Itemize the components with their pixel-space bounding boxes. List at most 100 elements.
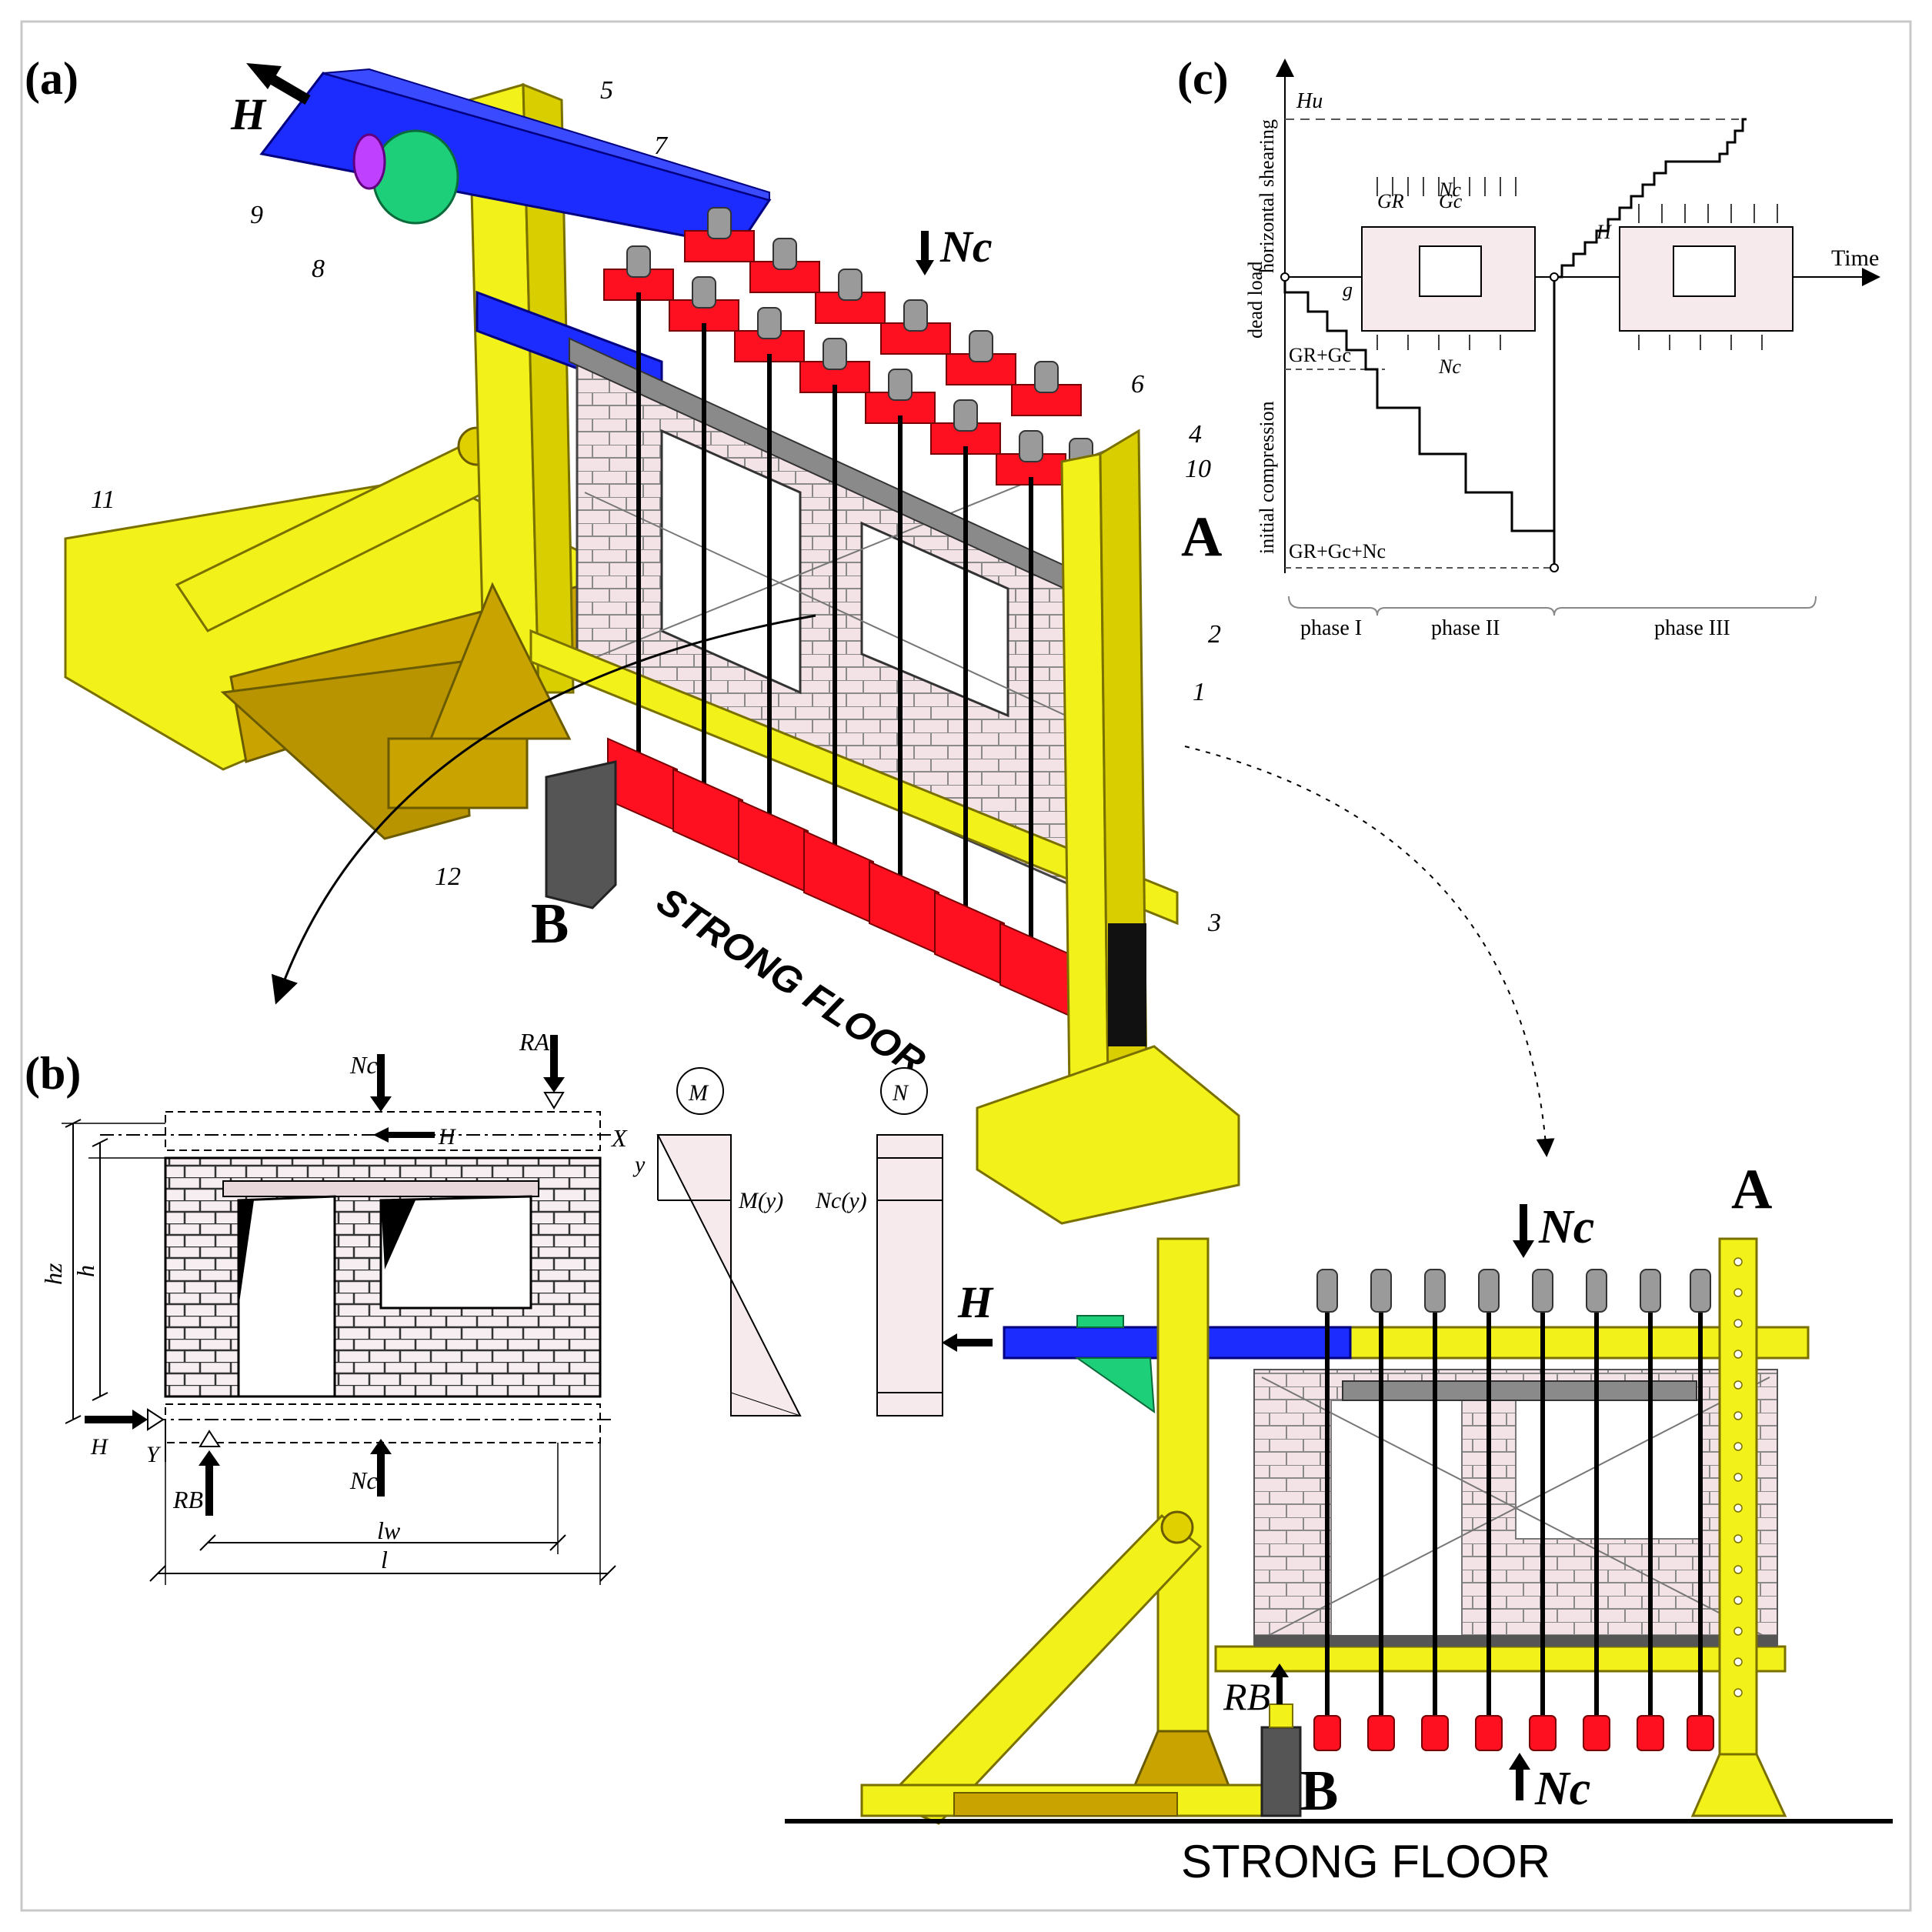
b-m-label: M(y): [738, 1188, 783, 1213]
callout-4: 4: [1189, 420, 1202, 449]
callout-11: 11: [91, 486, 115, 514]
c-gr: GR: [1377, 190, 1404, 212]
top-springs: [626, 207, 1093, 470]
support-b-label: B: [531, 893, 569, 956]
b-m-circle-label: M: [688, 1080, 709, 1106]
c-label-compression: initial compression: [1256, 401, 1278, 554]
b-y-axis: Y: [146, 1442, 162, 1467]
c-grgcnc: GR+Gc+Nc: [1289, 540, 1386, 562]
front-bottom-steel-beam: [1254, 1635, 1777, 1647]
b-ra: RA: [519, 1028, 550, 1056]
c-g: g: [1343, 279, 1353, 301]
callout-6: 6: [1131, 370, 1144, 399]
front-actuator-brace: [1074, 1357, 1156, 1414]
b-lw: lw: [377, 1517, 401, 1544]
c-label-deadload: dead load: [1244, 262, 1266, 339]
front-column-holes: [1733, 1257, 1743, 1697]
b-n-circle: [880, 1067, 928, 1115]
b-x-axis: X: [610, 1124, 628, 1152]
c-grgc: GR+Gc: [1289, 344, 1351, 366]
b-rb: RB: [172, 1486, 203, 1513]
b-rb-support: [199, 1430, 221, 1447]
b-window-crack: [381, 1200, 415, 1270]
support-a-base: [976, 1045, 1240, 1225]
c-phase-2: phase II: [1431, 616, 1500, 640]
reaction-column-side: [522, 82, 575, 694]
c-phase-1: phase I: [1300, 616, 1362, 640]
b-m-circle: [676, 1067, 724, 1115]
panel-b: (b) Nc RA H X y hz h: [25, 1028, 943, 1585]
front-support-b-label: B: [1300, 1760, 1338, 1823]
b-normal-diagram: [876, 1134, 943, 1416]
actuator-cap: [352, 133, 386, 190]
arrow-to-panel-b: [271, 614, 816, 1005]
panel-b-label: (b): [25, 1048, 81, 1099]
actuator-frame-top: [322, 68, 770, 202]
front-rb: RB: [1223, 1675, 1270, 1718]
c-nc-top: Nc: [1438, 179, 1461, 201]
force-h-label: H: [230, 89, 267, 139]
c-loading-curve: [1283, 118, 1747, 568]
nc-arrow-head: [916, 260, 934, 275]
callout-12: 12: [435, 863, 461, 891]
bottom-yellow-beam: [529, 629, 1179, 926]
h-arrow-head: [246, 63, 282, 89]
c-nc-bottom: Nc: [1438, 355, 1461, 378]
front-actuator-mount: [1076, 1315, 1124, 1328]
c-phase-3: phase III: [1654, 616, 1730, 640]
c-gc: Gc: [1439, 190, 1463, 212]
callout-numbers: 1 2 3 4 5 6 7 8 9 10 11 12: [91, 76, 1221, 937]
callout-8: 8: [312, 255, 325, 283]
c-h: H: [1596, 221, 1612, 243]
panel-c-label: (c): [1177, 53, 1229, 104]
c-time-label: Time: [1831, 245, 1879, 271]
callout-10: 10: [1185, 455, 1211, 483]
b-hz: hz: [39, 1263, 67, 1285]
force-nc-label: Nc: [939, 222, 993, 272]
b-ra-support: [543, 1092, 565, 1109]
front-floor-label: STRONG FLOOR: [1181, 1836, 1550, 1887]
b-moment-diagram: [656, 1134, 802, 1416]
front-nc-top: Nc: [1538, 1201, 1594, 1253]
callout-1: 1: [1193, 678, 1206, 706]
c-hu: Hu: [1296, 89, 1323, 113]
b-window-opening: [379, 1195, 532, 1310]
support-a-label: A: [1181, 506, 1222, 569]
panel-front-view: A Nc H RB B: [785, 1158, 1893, 1887]
b-h-bottom: H: [90, 1434, 109, 1460]
panel-a: (a) H Nc: [25, 53, 1555, 1225]
b-n-label: Nc(y): [815, 1188, 867, 1213]
front-nc-bottom: Nc: [1534, 1763, 1590, 1815]
front-support-a-column: [1718, 1237, 1758, 1763]
front-support-a-label: A: [1731, 1158, 1772, 1221]
b-l: l: [381, 1546, 388, 1573]
b-y-small: y: [632, 1152, 646, 1177]
panel-a-label: (a): [25, 53, 78, 104]
callout-7: 7: [654, 132, 669, 160]
b-lintel: [222, 1180, 539, 1197]
wall-opening-left: [660, 429, 802, 695]
front-h: H: [957, 1277, 994, 1327]
b-door-opening: [237, 1195, 336, 1398]
panel-c: (c) Time horizontal shearing dead load i…: [1177, 53, 1880, 640]
front-support-b-block: [1260, 1726, 1302, 1817]
bottom-clamps: [607, 737, 1070, 1017]
support-b-block: [545, 760, 617, 909]
b-nc-top: Nc: [349, 1051, 378, 1079]
front-tie-rods: [1313, 1269, 1714, 1751]
callout-5: 5: [600, 76, 613, 105]
callout-2: 2: [1208, 620, 1221, 649]
b-h: h: [72, 1265, 99, 1277]
hydraulic-actuator: [372, 129, 459, 225]
column-foot: [387, 737, 529, 809]
b-h-top: H: [438, 1124, 457, 1150]
front-support-a-base: [1690, 1753, 1787, 1817]
front-window-opening: [1515, 1400, 1701, 1540]
b-door-crack: [239, 1200, 254, 1308]
c-label-shearing: horizontal shearing: [1256, 119, 1278, 273]
support-a-block: [1108, 923, 1146, 1046]
b-n-circle-label: N: [892, 1080, 909, 1106]
front-bracing: [1261, 1376, 1770, 1640]
front-bottom-yellow-beam: [1214, 1645, 1787, 1673]
